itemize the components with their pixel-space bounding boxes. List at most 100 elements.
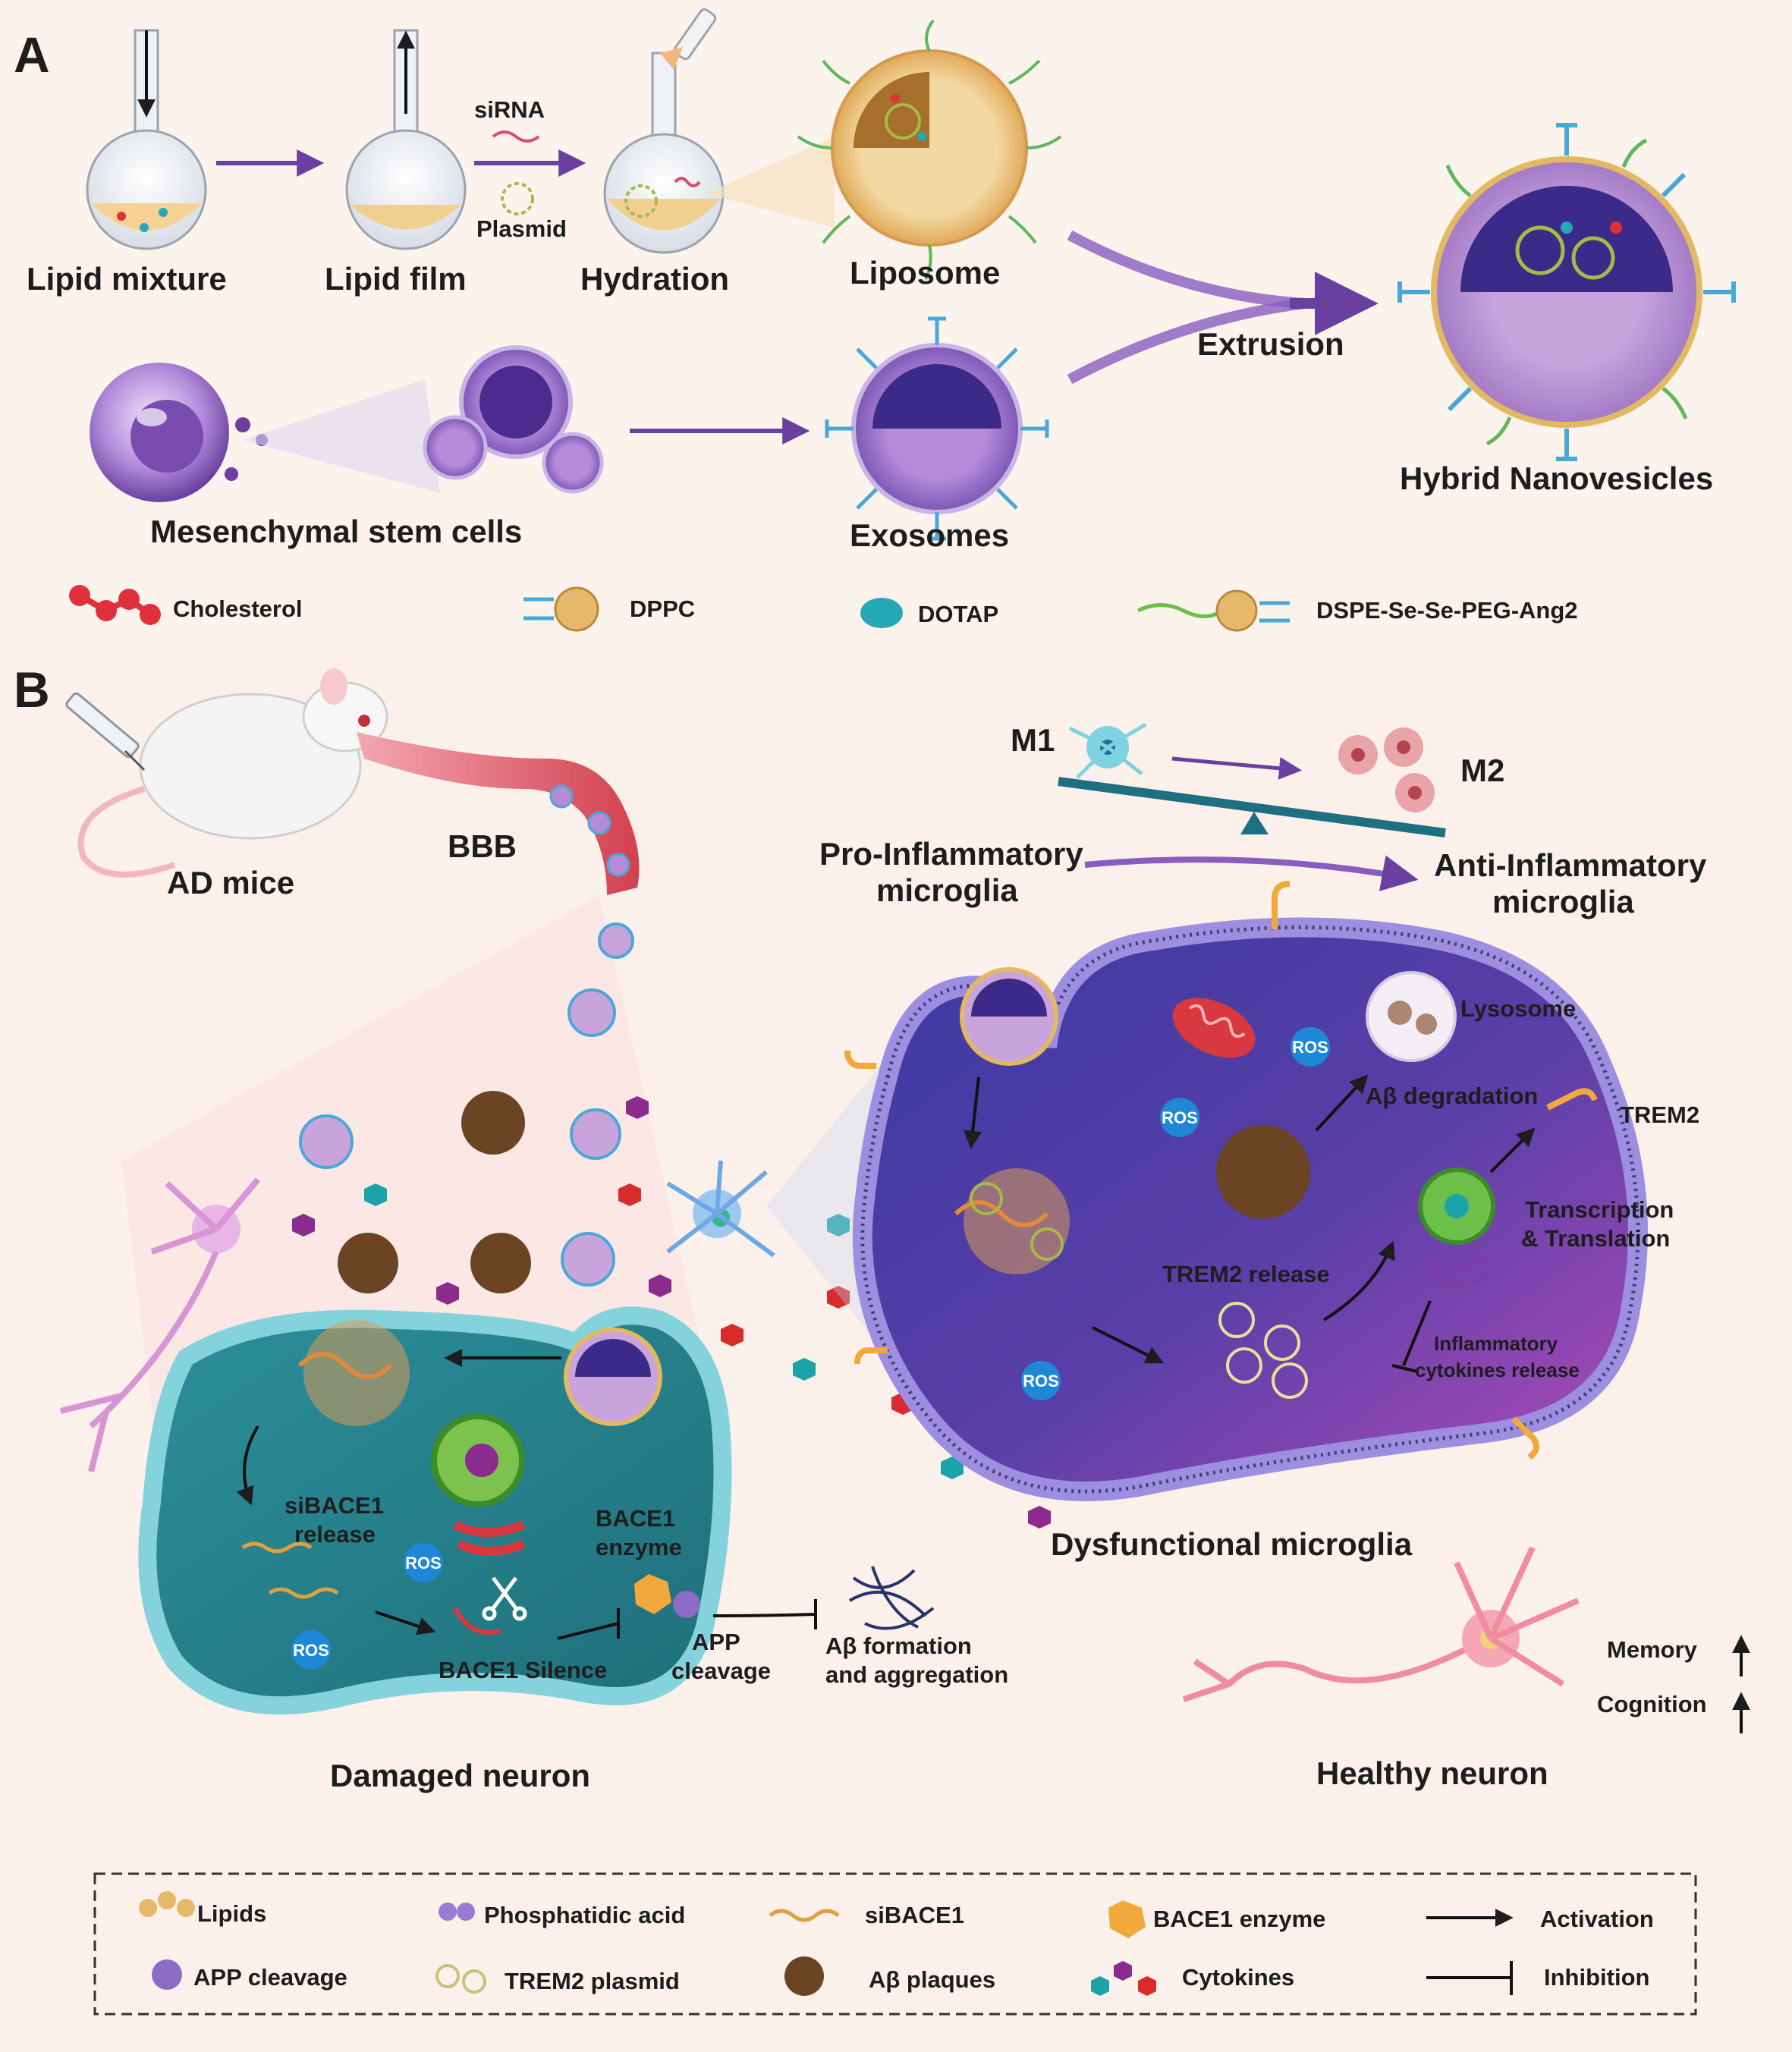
small-microglia-icon (666, 1160, 775, 1258)
label-sibace1-release-1: siBACE1 (285, 1492, 384, 1519)
label-cognition: Cognition (1597, 1691, 1707, 1717)
legend-inhibition: Inhibition (1544, 1964, 1649, 1991)
seesaw-fulcrum (1240, 812, 1269, 834)
label-anti-inflammatory-2: microglia (1492, 884, 1634, 919)
blood-vessel-bbb (357, 732, 640, 895)
cholesterol-icon (69, 585, 161, 625)
scissors-icon (482, 1576, 527, 1621)
arrow-to-lysosome (1315, 1074, 1369, 1132)
label-bbb: BBB (448, 828, 517, 864)
ab-plaque-microglia (1216, 1125, 1310, 1219)
left-neuron-icon (60, 1177, 261, 1472)
legend-cholesterol: Cholesterol (173, 595, 303, 622)
cytokine-particles (292, 1096, 1051, 1529)
lysosome-icon (1366, 971, 1457, 1062)
label-sibace1-release-2: release (294, 1521, 376, 1548)
legend-trem2-plasmid: TREM2 plasmid (505, 1968, 680, 1994)
label-healthy-neuron: Healthy neuron (1316, 1755, 1548, 1791)
label-memory: Memory (1607, 1636, 1698, 1663)
liposome-icon (797, 19, 1062, 280)
flask-lipid-mixture (86, 29, 207, 250)
label-pro-inflammatory-1: Pro-Inflammatory (819, 836, 1083, 872)
inhibition-bace1 (557, 1608, 620, 1640)
exosome-cluster-icon (423, 345, 604, 494)
nanovesicle-entering-neuron (564, 1328, 662, 1426)
label-exosomes: Exosomes (850, 517, 1009, 553)
legend-dppc: DPPC (630, 595, 695, 622)
phosphatidic-acid-icon (439, 1903, 475, 1921)
damaged-neuron-cell (138, 1306, 732, 1715)
nanovesicle-entering-microglia (960, 967, 1058, 1066)
label-transcription-1: Transcription (1525, 1196, 1674, 1223)
dotap-icon (860, 598, 903, 628)
label-hydration: Hydration (580, 261, 729, 297)
m1-microglia-icon (1068, 722, 1147, 779)
inhibition-legend-icon (1426, 1961, 1513, 1995)
plasmid-icon (501, 182, 534, 215)
syringe-icon (65, 692, 146, 771)
svg-text:ROS: ROS (405, 1554, 442, 1573)
cytokines-legend-icon (1091, 1961, 1156, 1996)
label-app-cleavage-1: APP (692, 1629, 740, 1655)
mesenchymal-stem-cell-icon (90, 363, 268, 502)
arrow-pro-to-anti (1084, 855, 1419, 891)
cleaved-mrna-icon (453, 1607, 501, 1635)
trem2-plasmid-cluster (1218, 1302, 1308, 1399)
m2-microglia-icon (1338, 727, 1435, 812)
sibace1-strands (241, 1541, 339, 1599)
legend-lipids: Lipids (197, 1900, 266, 1927)
panel-b-letter: B (14, 661, 50, 718)
label-inflammatory-2: cytokines release (1415, 1359, 1580, 1381)
bace1-enzyme-legend-icon (1108, 1900, 1146, 1938)
arrow-to-nucleus (1322, 1240, 1395, 1321)
legend-phosphatidic-acid: Phosphatidic acid (484, 1902, 685, 1928)
legend-box-panel-b (93, 1872, 1697, 2016)
disassembled-vesicle-neuron (297, 1320, 410, 1426)
label-pro-inflammatory-2: microglia (876, 872, 1018, 908)
svg-text:ROS: ROS (1162, 1108, 1198, 1127)
label-ab-degradation: Aβ degradation (1366, 1083, 1538, 1109)
arrow-m1-m2 (1171, 756, 1302, 780)
arrow-plasmid-release (1092, 1326, 1165, 1364)
label-inflammatory-1: Inflammatory (1434, 1332, 1558, 1355)
label-trem2: TREM2 (1620, 1101, 1699, 1128)
label-lipid-film: Lipid film (325, 261, 467, 297)
mitochondrion-icon (1172, 998, 1256, 1058)
vessel-nanovesicles (549, 784, 630, 877)
ab-fibril-icon (848, 1566, 935, 1630)
label-sirna: siRNA (474, 96, 545, 123)
legend-ab-plaques: Aβ plaques (869, 1966, 995, 1993)
arrow-to-silence (375, 1610, 436, 1636)
mouse-icon (77, 668, 388, 878)
svg-text:ROS: ROS (293, 1641, 329, 1660)
label-trem2-release: TREM2 release (1162, 1261, 1330, 1287)
label-ab-formation-2: and aggregation (825, 1661, 1008, 1688)
legend-activation: Activation (1540, 1906, 1654, 1932)
label-m2: M2 (1460, 753, 1504, 788)
label-m1: M1 (1011, 722, 1055, 758)
trem2-receptor-icons (844, 881, 1598, 1460)
ros-badge-4: ROS (404, 1543, 443, 1582)
label-ad-mice: AD mice (167, 865, 294, 900)
trem2-plasmid-legend-icon (435, 1964, 486, 1994)
arrow-to-trem2 (1489, 1127, 1536, 1174)
ros-badge-1: ROS (1291, 1027, 1330, 1067)
legend-dspe: DSPE-Se-Se-PEG-Ang2 (1316, 597, 1578, 624)
svg-text:ROS: ROS (1023, 1372, 1059, 1391)
label-app-cleavage-2: cleavage (671, 1658, 771, 1684)
label-liposome: Liposome (850, 255, 1000, 291)
label-bace1-enzyme-1: BACE1 (596, 1505, 675, 1532)
legend-sibace1: siBACE1 (865, 1902, 964, 1928)
label-bace1-silence: BACE1 Silence (439, 1657, 607, 1683)
ros-badge-2: ROS (1160, 1098, 1199, 1137)
inhibition-cytokines (1391, 1300, 1432, 1373)
ros-badge-5: ROS (291, 1630, 331, 1670)
lipids-icon (139, 1891, 195, 1917)
extrusion-path-bottom (1067, 298, 1306, 385)
label-lysosome: Lysosome (1460, 995, 1576, 1022)
label-anti-inflammatory-1: Anti-Inflammatory (1434, 847, 1707, 883)
label-plasmid: Plasmid (476, 215, 567, 242)
bace1-enzyme-icon (634, 1574, 671, 1614)
